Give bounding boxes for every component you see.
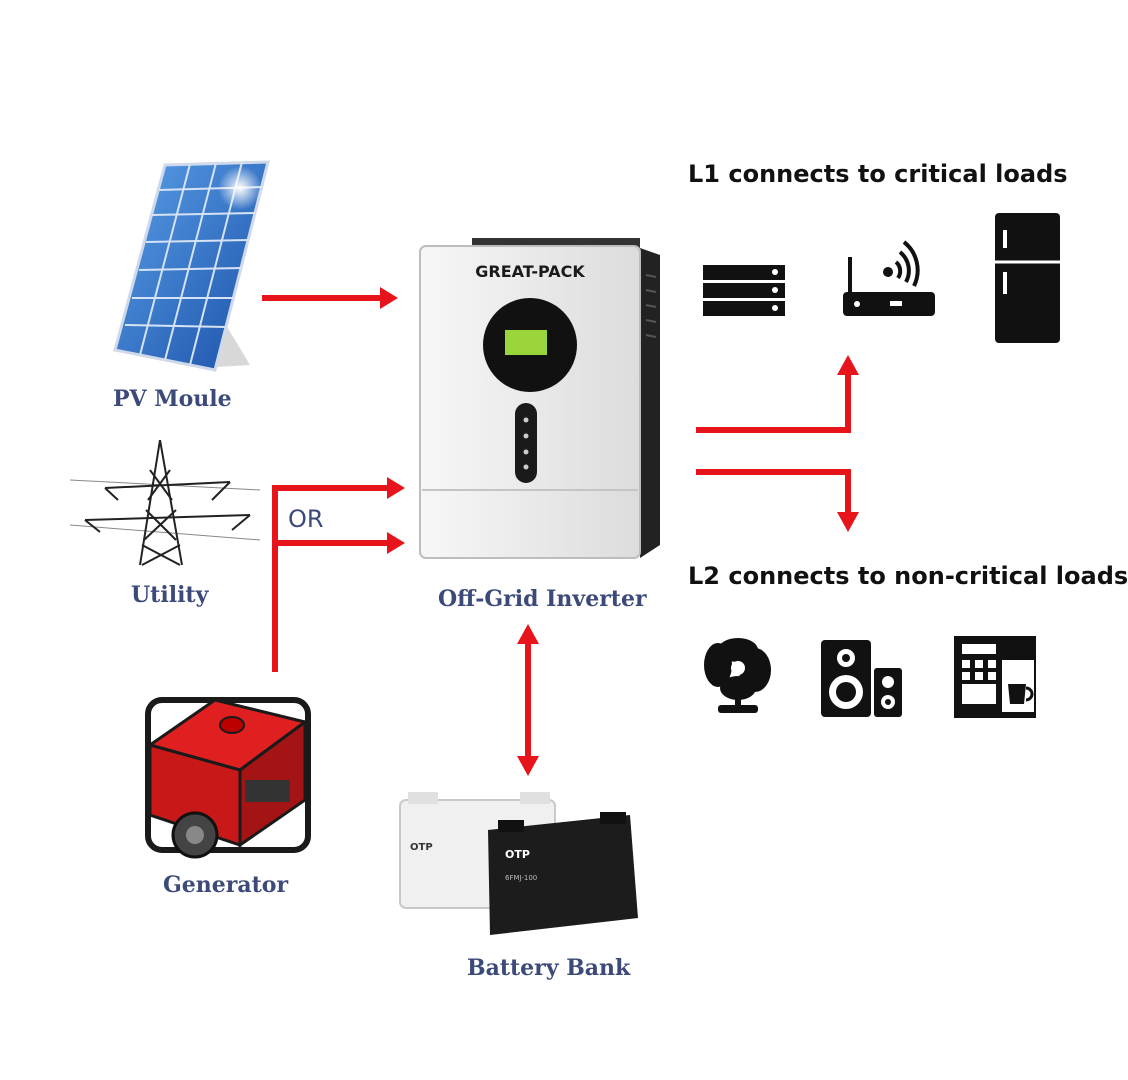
- l2-heading: L2 connects to non-critical loads: [688, 562, 1128, 590]
- diagram-canvas: OTP 6FMJ-100 OTP: [69, 160, 1060, 935]
- arrowheads: [380, 287, 859, 776]
- battery-brand: OTP: [505, 848, 530, 861]
- inverter-unit: [419, 238, 660, 559]
- or-label: OR: [288, 505, 324, 533]
- utility-label: Utility: [131, 582, 209, 608]
- lcd-screen: [505, 330, 547, 355]
- speaker-icon: [821, 640, 902, 717]
- l1-output-arrow: [696, 375, 851, 433]
- generator-label: Generator: [163, 872, 289, 898]
- flow-arrows: [262, 295, 851, 760]
- inverter-brand: GREAT-PACK: [475, 262, 585, 281]
- coffee-machine-icon: [954, 636, 1036, 718]
- router-icon: [843, 240, 935, 316]
- battery-brand-back: OTP: [410, 842, 433, 853]
- inverter-label: Off-Grid Inverter: [438, 586, 647, 612]
- utility-to-inverter-arrow: [272, 485, 390, 672]
- utility-tower-icon: [69, 439, 261, 566]
- server-icon: [703, 265, 785, 316]
- battery-model: 6FMJ-100: [505, 874, 537, 882]
- solar-panel-icon: [113, 160, 270, 372]
- battery-bank-label: Battery Bank: [467, 955, 631, 981]
- control-buttons-panel: [515, 403, 537, 483]
- refrigerator-icon: [995, 213, 1060, 343]
- l1-heading: L1 connects to critical loads: [688, 160, 1068, 188]
- generator-icon: [145, 697, 311, 859]
- l2-output-arrow: [696, 469, 851, 515]
- fan-icon: [704, 638, 771, 713]
- battery-bank-icon: OTP 6FMJ-100 OTP: [399, 792, 638, 935]
- pv-module-label: PV Moule: [113, 386, 232, 412]
